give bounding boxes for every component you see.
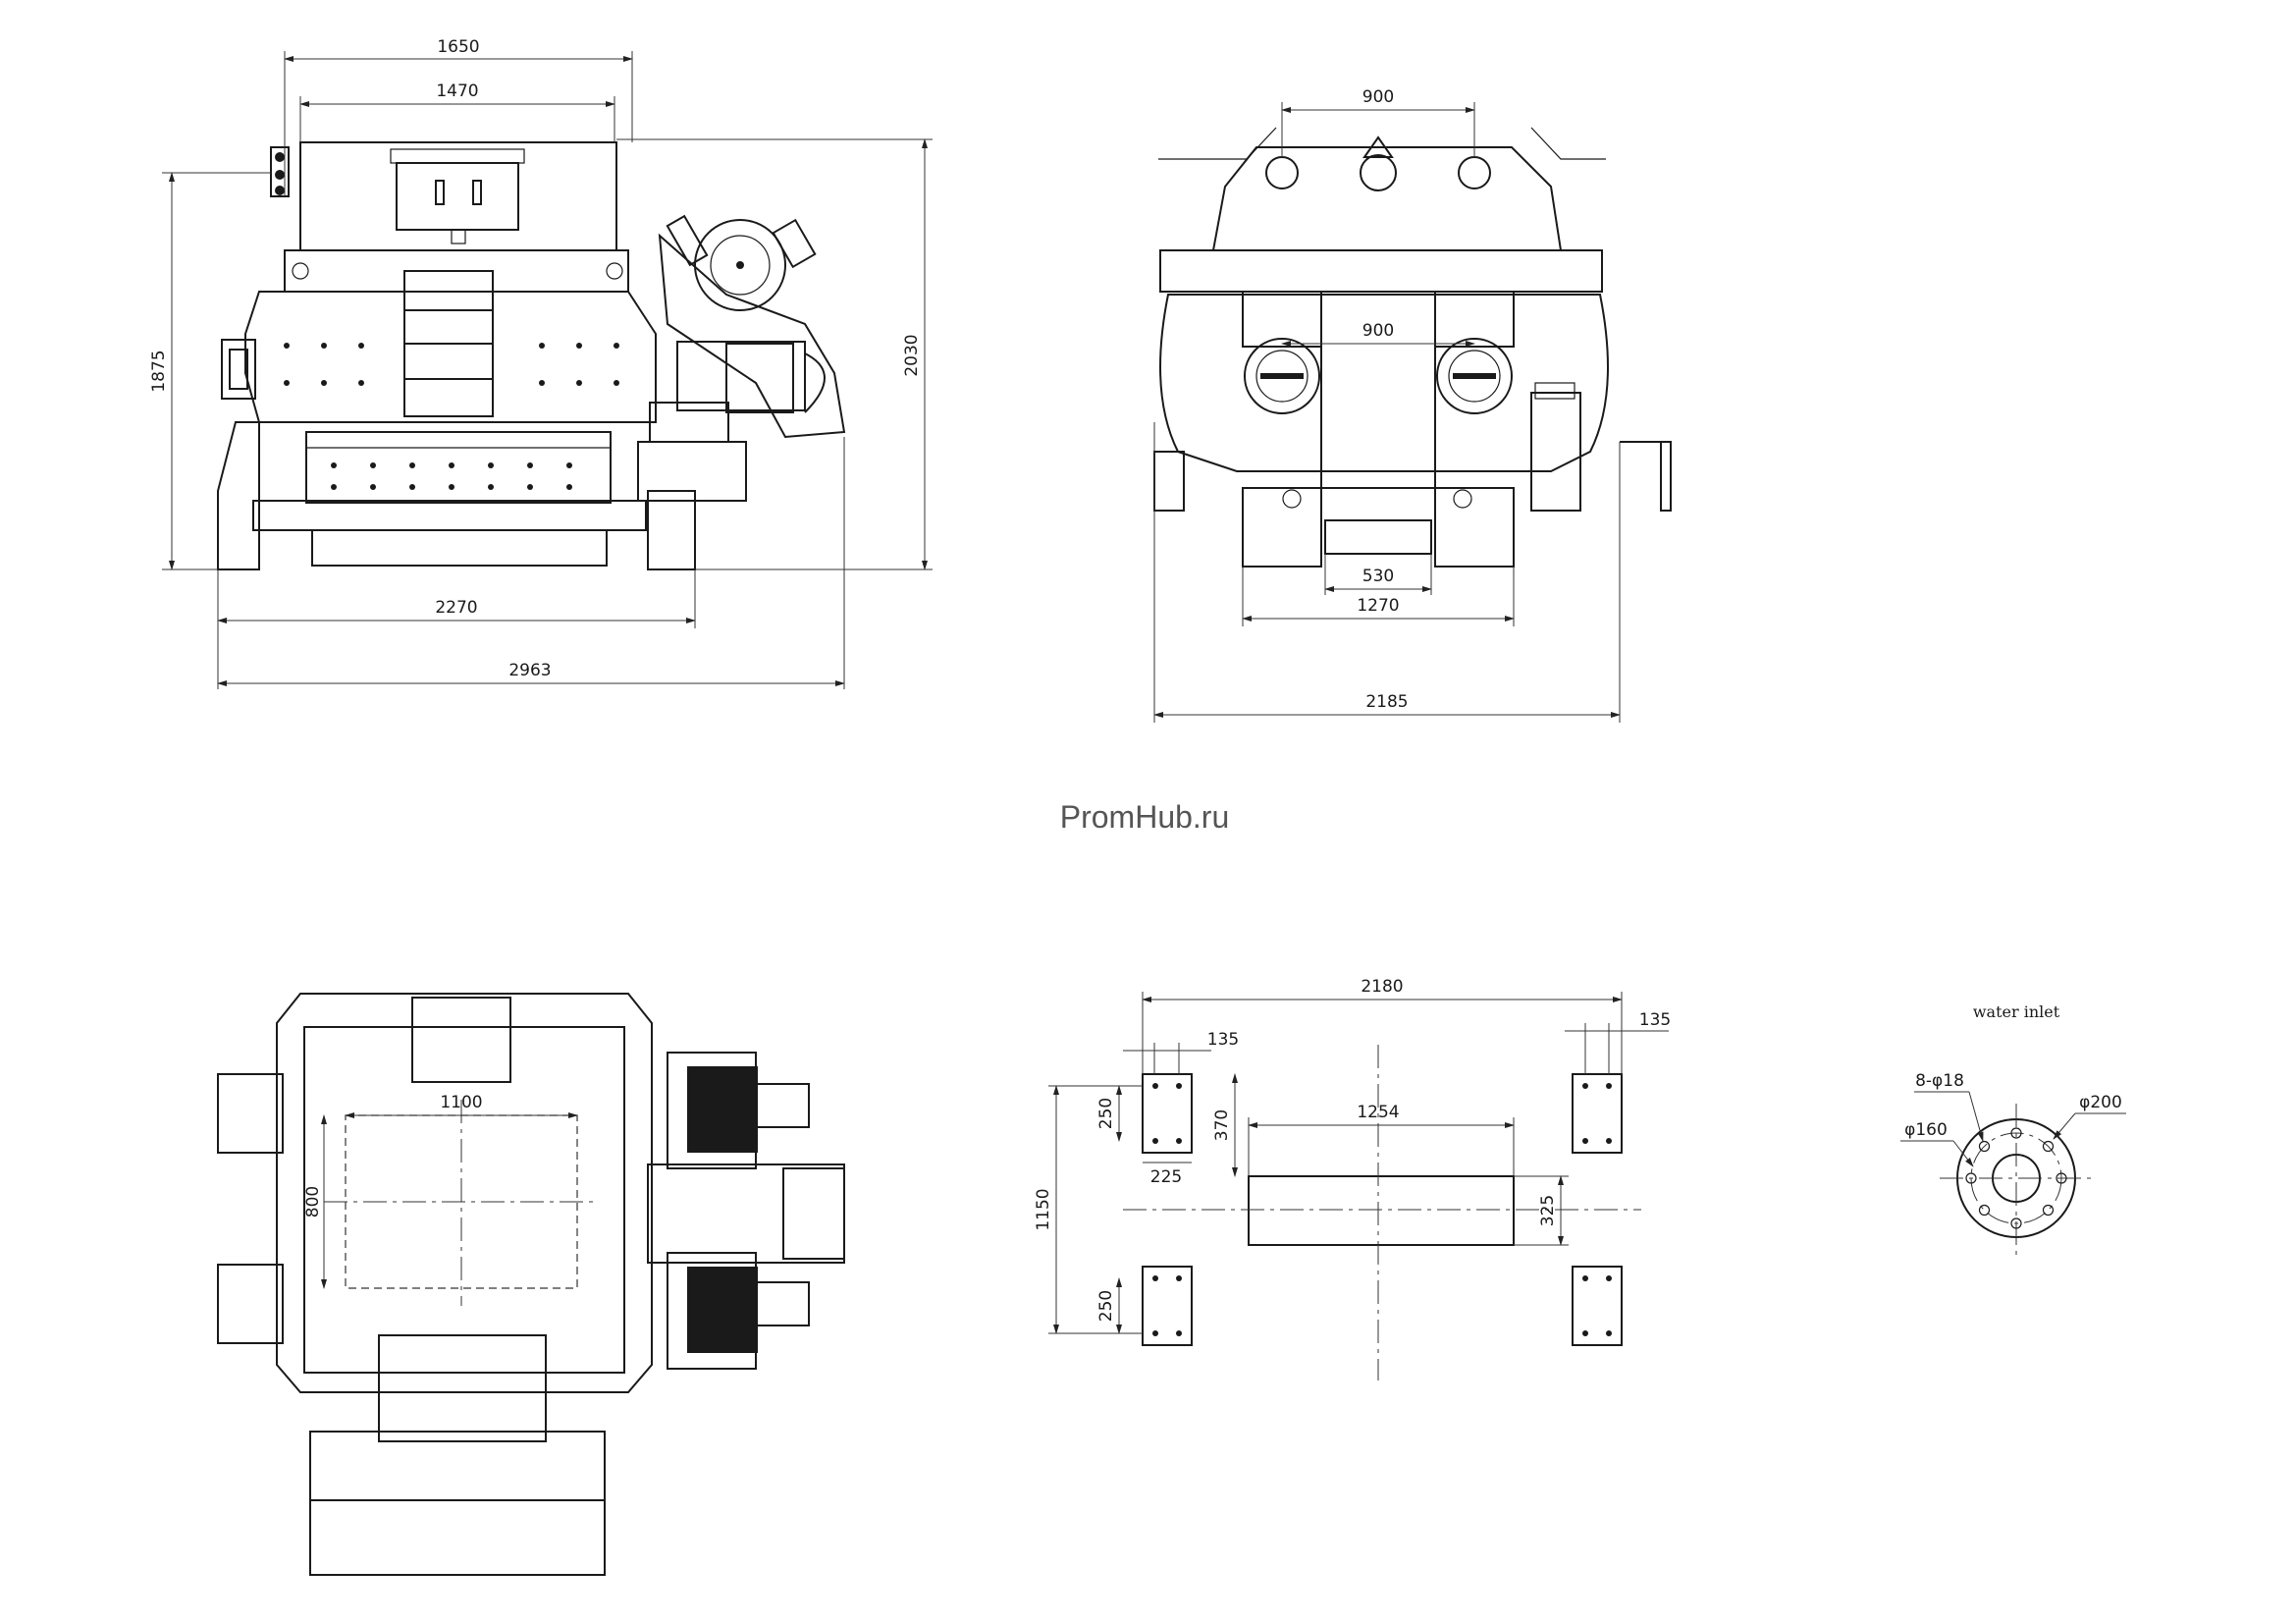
- dim-2963: 2963: [508, 661, 551, 680]
- foundation-plan: [1123, 1045, 1641, 1380]
- dim-2030: 2030: [902, 334, 922, 376]
- dim-1875: 1875: [149, 350, 169, 392]
- dim-325: 325: [1538, 1195, 1558, 1226]
- dim-2270: 2270: [435, 598, 477, 618]
- dim-1650: 1650: [437, 37, 479, 57]
- dim-1254: 1254: [1357, 1103, 1399, 1122]
- water-inlet-title: water inlet: [1973, 1002, 2060, 1021]
- dim-2185: 2185: [1365, 692, 1408, 712]
- front-view-dimensions: 900 900 530 1270 2185: [1153, 87, 1621, 723]
- front-view: [1153, 127, 1672, 568]
- foundation-plan-dimensions: 2180 135 135 250 370 1254 225 1150 325 2…: [1034, 977, 1671, 1334]
- dim-530: 530: [1362, 567, 1394, 586]
- dim-1100: 1100: [440, 1093, 482, 1112]
- dim-800: 800: [303, 1186, 323, 1217]
- plan-view-dimensions: 1100 800: [303, 1093, 578, 1289]
- water-inlet-detail: water inlet 8-φ18 φ160 φ200: [1900, 1002, 2126, 1255]
- dim-900-shafts: 900: [1362, 321, 1394, 341]
- dim-135-left: 135: [1207, 1030, 1239, 1050]
- dim-1150: 1150: [1034, 1188, 1053, 1230]
- dim-2180: 2180: [1361, 977, 1403, 997]
- side-view: [217, 141, 846, 570]
- anchor-pad-bottom-right: [1572, 1266, 1623, 1346]
- outer-diameter-callout: φ200: [2079, 1093, 2122, 1112]
- anchor-pad-top-left: [1142, 1073, 1193, 1154]
- dim-250-lower: 250: [1096, 1290, 1116, 1322]
- discharge-slab: [1248, 1175, 1515, 1246]
- dim-900-top: 900: [1362, 87, 1394, 107]
- dim-250-upper: 250: [1096, 1098, 1116, 1129]
- dim-135-right: 135: [1639, 1010, 1671, 1030]
- dim-1470: 1470: [436, 81, 478, 101]
- watermark: PromHub.ru: [1060, 799, 1230, 835]
- side-view-dimensions: 1650 1470 1875 2030 2270 2963: [149, 37, 933, 689]
- dim-225: 225: [1150, 1167, 1182, 1187]
- bolt-holes-callout: 8-φ18: [1915, 1071, 1964, 1091]
- plan-view: [217, 993, 845, 1576]
- anchor-pad-bottom-left: [1142, 1266, 1193, 1346]
- bolt-circle-callout: φ160: [1904, 1120, 1948, 1140]
- dim-1270: 1270: [1357, 596, 1399, 616]
- anchor-pad-top-right: [1572, 1073, 1623, 1154]
- dim-370: 370: [1212, 1109, 1232, 1141]
